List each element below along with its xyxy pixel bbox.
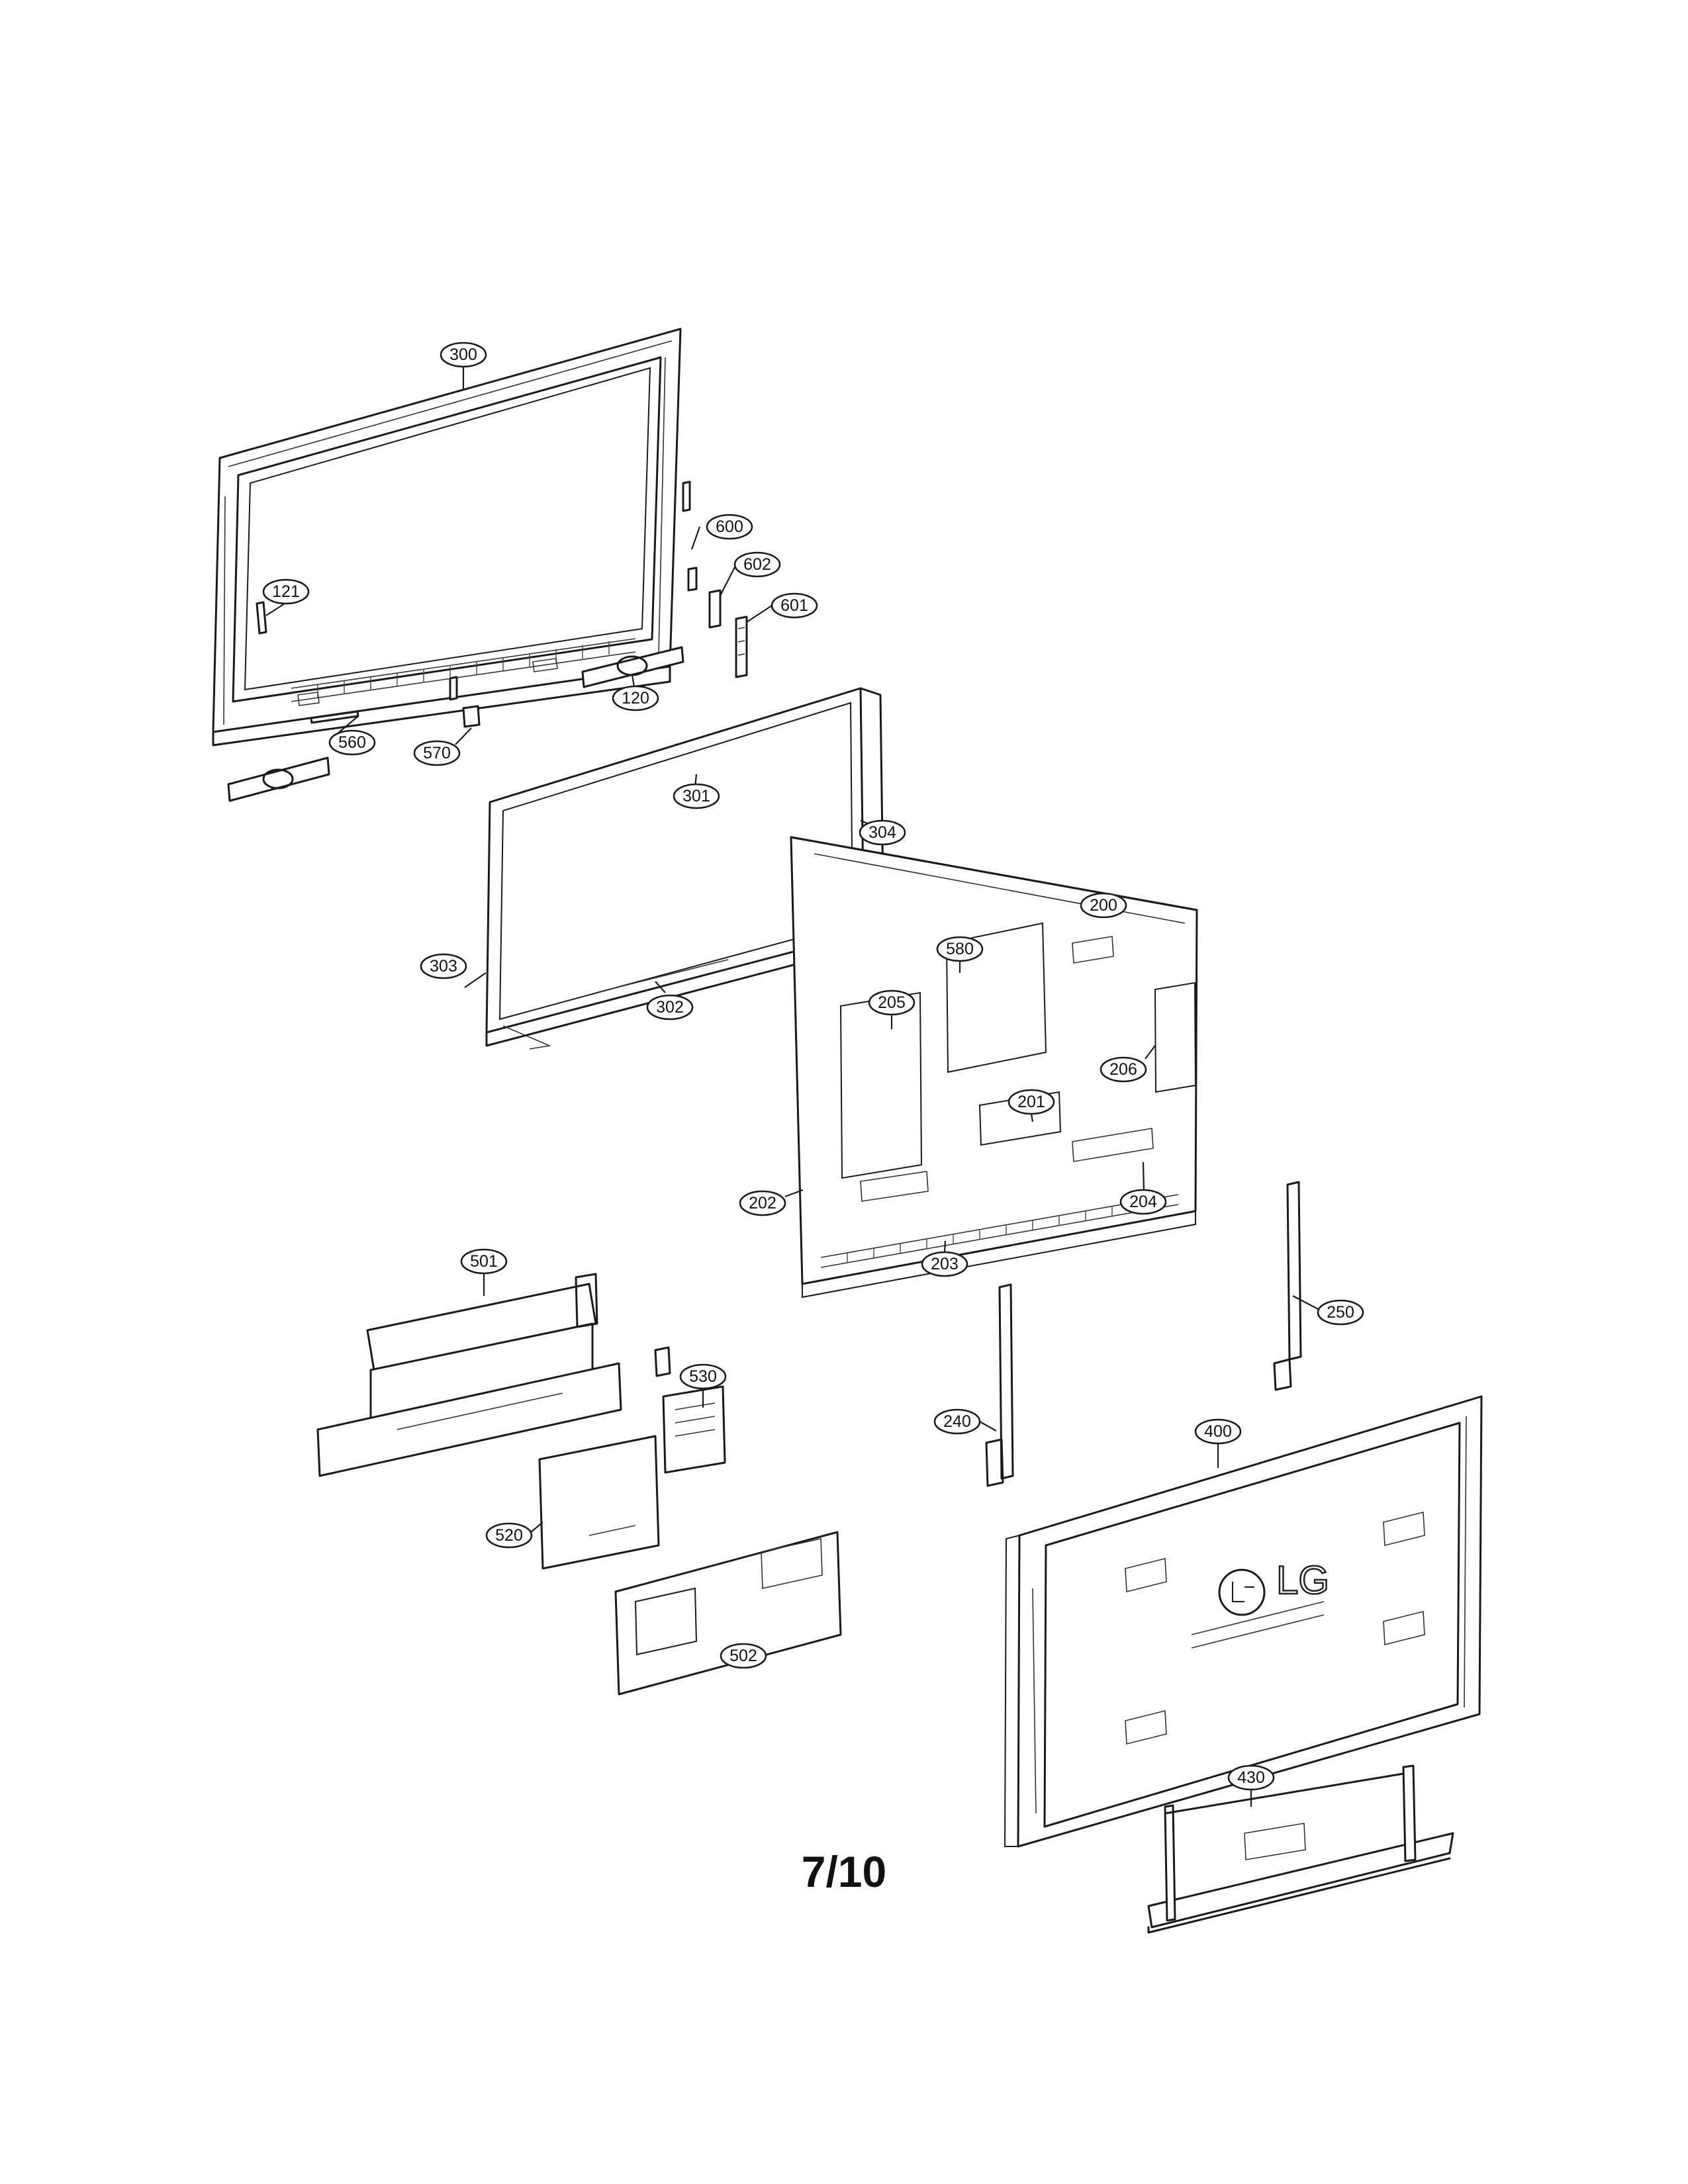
callout-400: 400 xyxy=(1194,1418,1242,1445)
callout-label: 601 xyxy=(780,596,808,615)
part-250-bracket xyxy=(1273,1181,1302,1391)
callout-label: 502 xyxy=(729,1647,757,1665)
callout-120: 120 xyxy=(612,685,659,711)
callout-label: 560 xyxy=(338,733,366,752)
callout-label: 301 xyxy=(682,787,710,805)
callout-label: 203 xyxy=(931,1255,959,1273)
part-502-board xyxy=(614,1531,842,1696)
callout-560: 560 xyxy=(328,729,376,756)
part-560-window xyxy=(310,710,359,724)
callout-label: 201 xyxy=(1017,1093,1045,1111)
callout-label: 300 xyxy=(449,345,477,364)
callout-501: 501 xyxy=(460,1248,508,1275)
callout-204: 204 xyxy=(1119,1189,1167,1215)
callout-label: 206 xyxy=(1109,1060,1137,1079)
callout-201: 201 xyxy=(1008,1089,1055,1115)
callout-label: 121 xyxy=(272,582,300,601)
part-400-back-cover: LG xyxy=(1004,1395,1483,1848)
callout-label: 303 xyxy=(430,957,457,976)
callout-label: 400 xyxy=(1204,1422,1232,1441)
callout-301: 301 xyxy=(673,783,720,809)
part-601-button-board xyxy=(735,615,748,678)
callout-601: 601 xyxy=(771,592,818,619)
part-430-stand xyxy=(1147,1764,1454,1934)
callout-label: 250 xyxy=(1327,1303,1354,1322)
callout-label: 204 xyxy=(1129,1193,1157,1211)
callout-label: 602 xyxy=(743,555,771,574)
part-570-ir-board xyxy=(449,676,481,728)
callout-label: 200 xyxy=(1090,896,1117,915)
callout-520: 520 xyxy=(485,1522,533,1549)
callout-602: 602 xyxy=(733,551,781,578)
callout-label: 302 xyxy=(656,998,684,1017)
part-240-bracket xyxy=(985,1283,1014,1487)
callout-205: 205 xyxy=(868,989,915,1016)
callout-300: 300 xyxy=(440,341,487,368)
part-120-speaker-left xyxy=(227,756,330,802)
callout-203: 203 xyxy=(921,1251,968,1277)
page-number: 7/10 xyxy=(801,1847,887,1896)
part-121-sensor xyxy=(256,601,267,635)
part-600-button xyxy=(682,480,698,592)
callout-200: 200 xyxy=(1080,892,1127,919)
callout-206: 206 xyxy=(1100,1056,1147,1083)
callout-label: 202 xyxy=(749,1194,776,1212)
callout-label: 520 xyxy=(495,1526,523,1545)
part-200-chassis-plate xyxy=(790,836,1198,1298)
callout-302: 302 xyxy=(646,994,694,1021)
callout-240: 240 xyxy=(933,1408,981,1435)
callout-250: 250 xyxy=(1317,1299,1364,1326)
callout-430: 430 xyxy=(1227,1764,1275,1791)
callout-label: 205 xyxy=(878,993,906,1012)
callout-label: 120 xyxy=(622,689,649,707)
part-300-front-bezel xyxy=(212,328,682,747)
callout-label: 304 xyxy=(868,823,896,842)
part-602-button xyxy=(708,589,722,629)
callout-label: 530 xyxy=(689,1367,717,1386)
callout-label: 600 xyxy=(716,518,743,536)
callout-label: 570 xyxy=(423,744,451,762)
callout-label: 580 xyxy=(946,940,974,958)
part-501-bracket xyxy=(316,1273,622,1477)
part-530-board xyxy=(654,1346,726,1474)
callout-570: 570 xyxy=(413,740,461,766)
part-520-main-board xyxy=(538,1435,660,1570)
callout-304: 304 xyxy=(859,819,906,846)
callout-580: 580 xyxy=(936,936,984,962)
callout-label: 240 xyxy=(943,1412,971,1431)
callout-502: 502 xyxy=(720,1643,767,1669)
callout-530: 530 xyxy=(679,1363,727,1390)
callout-303: 303 xyxy=(420,953,467,979)
callout-121: 121 xyxy=(262,578,310,605)
callout-600: 600 xyxy=(706,514,753,540)
callout-202: 202 xyxy=(739,1190,786,1216)
callout-label: 501 xyxy=(470,1252,498,1271)
callout-label: 430 xyxy=(1237,1768,1265,1787)
lg-logo-text: LG xyxy=(1276,1558,1329,1602)
